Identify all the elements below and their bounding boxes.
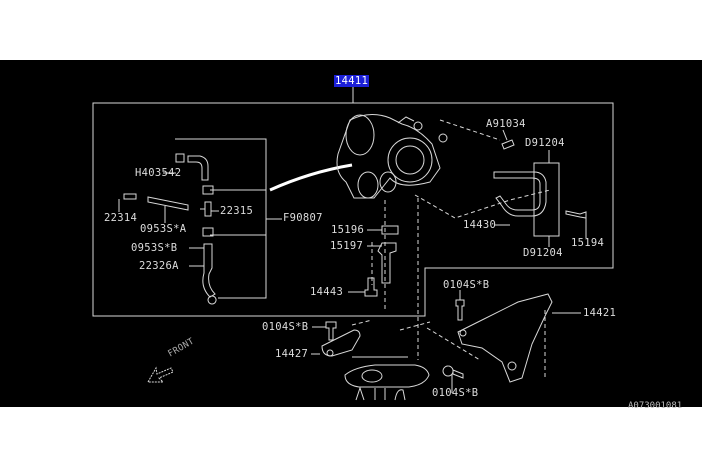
pipe-14430 xyxy=(493,171,547,217)
turbocharger xyxy=(336,114,448,199)
part-label-15194[interactable]: 15194 xyxy=(571,237,605,249)
part-label-22314[interactable]: 22314 xyxy=(104,212,138,224)
hose-upper xyxy=(175,153,209,181)
bracket-f90807 xyxy=(175,138,282,299)
diagram-lines xyxy=(92,87,614,401)
part-label-14421[interactable]: 14421 xyxy=(583,307,617,319)
part-label-f90807[interactable]: F90807 xyxy=(283,212,323,224)
part-label-14411[interactable]: 14411 xyxy=(334,75,370,87)
hose-lower xyxy=(202,243,217,305)
part-label-0104s-b-bottom[interactable]: 0104S*B xyxy=(432,387,479,399)
bracket-14421 xyxy=(457,293,553,383)
base-plate xyxy=(344,364,430,401)
bolt-14443 xyxy=(364,277,378,297)
clamps xyxy=(202,185,214,237)
oil-line xyxy=(269,163,353,192)
part-label-14427[interactable]: 14427 xyxy=(275,348,309,360)
bracket-14427 xyxy=(321,329,361,357)
part-label-h403542[interactable]: H403542 xyxy=(135,167,182,179)
part-label-14443[interactable]: 14443 xyxy=(310,286,344,298)
part-label-15196[interactable]: 15196 xyxy=(331,224,365,236)
part-label-d91204-top[interactable]: D91204 xyxy=(525,137,565,149)
part-label-15197[interactable]: 15197 xyxy=(330,240,364,252)
part-label-0104s-b-left[interactable]: 0104S*B xyxy=(262,321,309,333)
part-label-14430[interactable]: 14430 xyxy=(463,219,497,231)
part-label-0104s-b-right[interactable]: 0104S*B xyxy=(443,279,490,291)
bracket-d91204 xyxy=(533,150,560,247)
fitting-a91034 xyxy=(501,139,515,150)
part-label-0953s-b[interactable]: 0953S*B xyxy=(131,242,178,254)
front-arrow-icon xyxy=(147,366,174,383)
bolt-0104s-right xyxy=(455,299,465,321)
pipe-15197 xyxy=(377,242,397,284)
dashed-lines xyxy=(351,119,551,380)
part-label-0953s-a[interactable]: 0953S*A xyxy=(140,223,187,235)
hose-middle xyxy=(123,193,212,217)
bolt-0104s-left xyxy=(325,321,337,341)
part-label-22326a[interactable]: 22326A xyxy=(139,260,179,272)
part-label-d91204-bottom[interactable]: D91204 xyxy=(523,247,563,259)
bolt-0104s-bottom xyxy=(442,365,464,379)
parts-diagram: 14411 H403542 22314 22315 0953S*A 0953S*… xyxy=(0,60,702,411)
part-label-22315[interactable]: 22315 xyxy=(220,205,254,217)
bolt-15194 xyxy=(565,210,587,219)
gasket-15196 xyxy=(381,225,399,235)
part-label-a91034[interactable]: A91034 xyxy=(486,118,526,130)
drawing-code: A073001081 xyxy=(628,401,683,411)
assembly-box xyxy=(92,102,614,317)
